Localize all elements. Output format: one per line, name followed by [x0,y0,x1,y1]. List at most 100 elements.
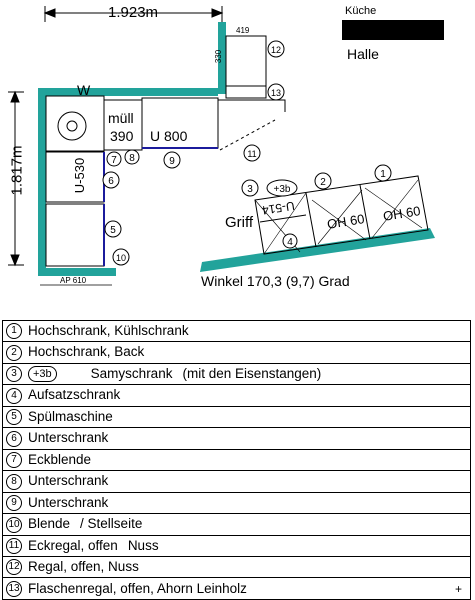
svg-text:3: 3 [247,184,253,195]
rotated-cabinet-block [254,175,429,255]
plan-marker-6: 6 [102,171,120,189]
svg-text:4: 4 [287,237,293,248]
legend-number: 12 [6,559,22,576]
muell-label: müll [108,110,134,126]
legend-cell: 7 Eckblende [2,448,471,472]
legend-number: 6 [6,430,22,447]
legend-cell: 11 Eckregal, offen Nuss [2,534,471,557]
legend-text: Eckregal, offen [28,537,118,553]
legend-row: 6 Unterschrank [2,427,471,450]
legend-number: 10 [6,516,22,533]
legend-badge: +3b [28,366,57,383]
svg-text:5: 5 [110,225,116,236]
legend-text: Spülmaschine [28,408,113,424]
svg-text:9: 9 [169,156,175,167]
crosshair-icon: + [455,582,463,596]
legend-number: 9 [6,495,22,512]
plan-marker-11: 11 [243,144,261,162]
plan-marker-3: 3 [241,179,259,197]
legend-number: 2 [6,344,22,361]
legend-row: 11 Eckregal, offen Nuss [2,534,471,557]
hall-label: Halle [347,46,379,62]
legend-text: Unterschrank [28,430,109,446]
legend-text: Regal, offen, Nuss [28,558,139,574]
dimension-lines [8,6,224,286]
legend-text: Blende [28,516,71,532]
legend-number: 7 [6,452,22,469]
legend-extra: Nuss [127,537,159,553]
legend-row: 12 Regal, offen, Nuss [2,555,471,579]
plan-marker-8: 8 [124,149,140,165]
legend-number: 4 [6,387,22,404]
plan-marker-1: 1 [374,164,392,182]
plan-marker-9: 9 [163,151,181,169]
svg-text:10: 10 [116,253,126,263]
svg-text:11: 11 [247,149,256,159]
u530-label: U-530 [72,157,88,194]
legend-row: 8 Unterschrank [2,470,471,493]
legend-number: 11 [6,537,22,554]
svg-text:7: 7 [111,155,117,166]
legend-row: 5 Spülmaschine [2,405,471,429]
legend-row: 10 Blende / Stellseite [2,513,471,536]
legend-text: Unterschrank [28,473,109,489]
legend-text: Unterschrank [28,494,109,510]
svg-text:+3b: +3b [274,184,291,195]
cabinets [45,35,286,267]
legend-number: 1 [6,323,22,340]
legend-cell: 6 Unterschrank [2,427,471,450]
svg-text:8: 8 [129,153,135,164]
svg-text:1: 1 [380,169,386,180]
legend-cell: 1 Hochschrank, Kühlschrank [2,319,471,343]
redacted-bar [342,20,444,40]
griff-label: Griff [225,214,254,231]
plus3b-badge: +3b [266,179,298,197]
width-dimension: 1.923m [108,4,159,21]
legend-row: 1 Hochschrank, Kühlschrank [2,319,471,343]
height-dimension: 1.817m [8,145,26,196]
plan-marker-2: 2 [314,172,332,190]
legend-row: 7 Eckblende [2,448,471,472]
floor-plan: 1 2 3 4 5 6 7 8 9 10 11 12 13 +3b [8,6,444,286]
svg-text:13: 13 [271,88,281,98]
legend-cell: 4 Aufsatzschrank [2,384,471,407]
legend-text: Aufsatzschrank [28,387,121,403]
legend-text: Hochschrank, Kühlschrank [28,323,189,338]
plan-marker-10: 10 [112,248,130,266]
plan-marker-5: 5 [104,220,122,238]
walls [38,22,435,276]
angle-label: Winkel 170,3 (9,7) Grad [201,273,350,289]
legend-text: Eckblende [28,451,92,467]
legend-extra: / Stellseite [80,516,143,532]
legend-number: 5 [6,409,22,426]
legend-cell: 8 Unterschrank [2,470,471,493]
u800-label: U 800 [150,128,188,144]
plan-marker-12: 12 [267,40,285,58]
side-small-dimension: 330 [214,49,224,64]
plan-marker-4: 4 [282,233,298,249]
legend-cell: 9 Unterschrank [2,491,471,515]
svg-text:2: 2 [320,177,326,188]
legend-cell: 5 Spülmaschine [2,405,471,429]
legend-text: Flaschenregal, offen, Ahorn Leinholz [28,580,247,596]
svg-text:12: 12 [271,45,281,55]
legend-row: 9 Unterschrank [2,491,471,515]
legend-cell: 10 Blende / Stellseite [2,513,471,536]
bottom-small-dimension: AP 610 [60,276,87,285]
plan-marker-13: 13 [267,83,285,101]
legend-row: 4 Aufsatzschrank [2,384,471,407]
legend-extra: (mit den Eisenstangen) [182,365,322,381]
svg-text:6: 6 [108,176,114,187]
legend-number: 8 [6,473,22,490]
legend-cell: 12 Regal, offen, Nuss [2,555,471,579]
legend-text: Samyschrank [90,365,173,381]
w-label: W [77,82,91,98]
